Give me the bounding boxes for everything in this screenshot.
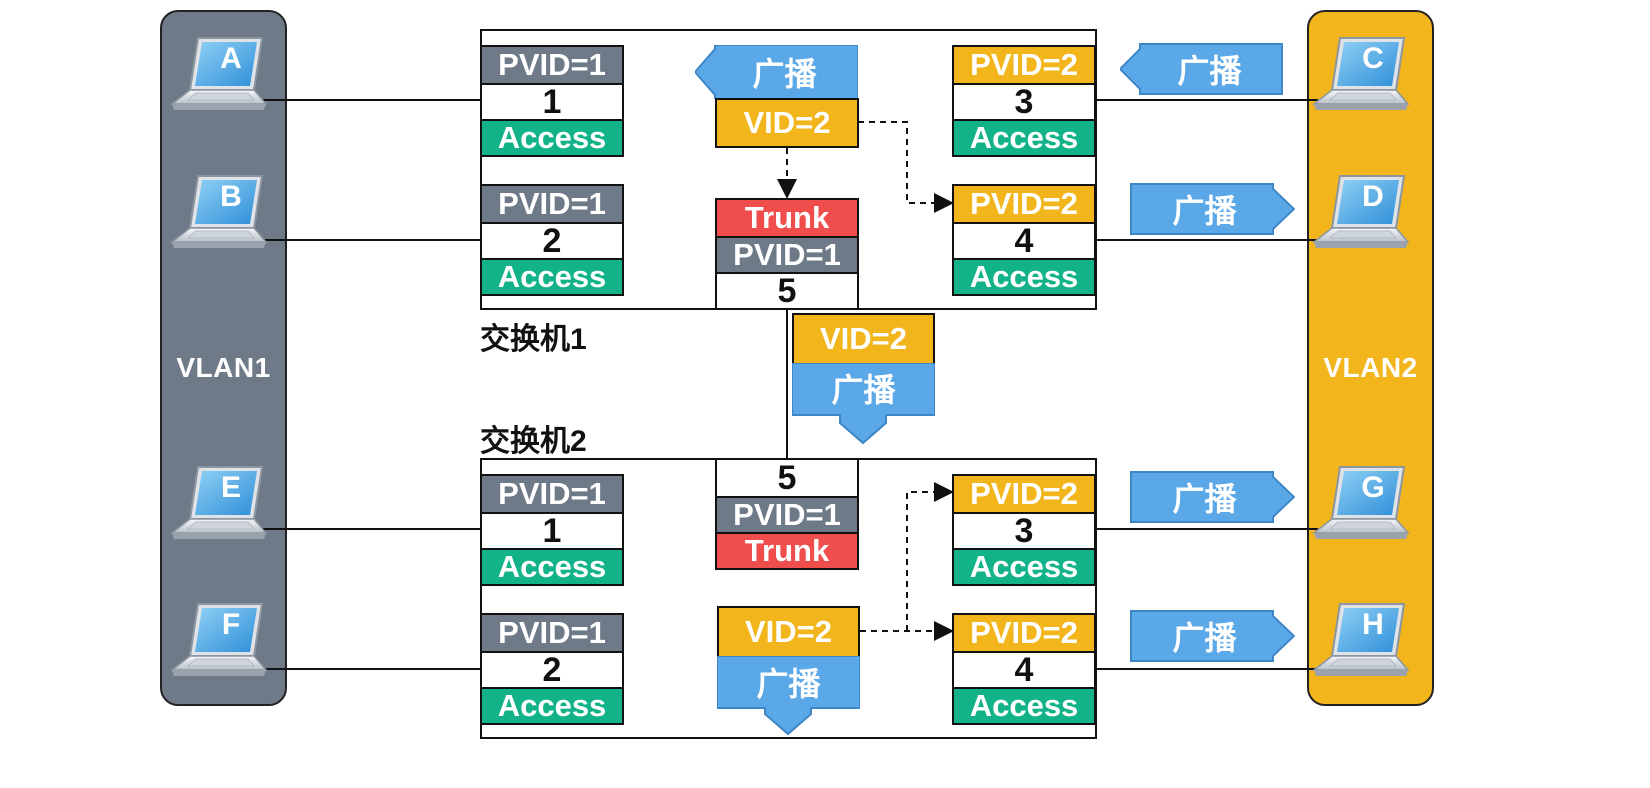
port-pvid: PVID=2 — [954, 186, 1094, 222]
vlan1-label: VLAN1 — [176, 352, 271, 383]
port-number: 4 — [954, 222, 1094, 260]
port-number: 5 — [717, 272, 857, 310]
port-mode: Trunk — [717, 532, 857, 568]
port-number: 3 — [954, 83, 1094, 121]
broadcast-label: 广播 — [1172, 481, 1237, 517]
arrow-down-icon — [717, 656, 860, 736]
sw1-port4: PVID=2 4 Access — [952, 184, 1096, 296]
port-number: 2 — [482, 651, 622, 689]
host-f[interactable]: F — [168, 600, 268, 690]
vlan2-group: VLAN2 — [1307, 10, 1434, 706]
arrow-right-icon — [1130, 610, 1295, 662]
sw2-port3: PVID=2 3 Access — [952, 474, 1096, 586]
host-d-broadcast: 广播 — [1130, 183, 1295, 235]
port-pvid: PVID=1 — [482, 186, 622, 222]
host-f-label: F — [221, 608, 241, 641]
port-mode: Access — [482, 687, 622, 723]
arrow-left-icon — [695, 45, 858, 99]
port-pvid: PVID=1 — [482, 476, 622, 512]
port-pvid: PVID=2 — [954, 47, 1094, 83]
port-pvid: PVID=2 — [954, 615, 1094, 651]
port-pvid: PVID=2 — [954, 476, 1094, 512]
host-h[interactable]: H — [1310, 600, 1410, 690]
trunk-broadcast-frame: 广播 — [792, 363, 935, 445]
port-mode: Access — [954, 548, 1094, 584]
host-c-broadcast: 广播 — [1120, 43, 1283, 95]
broadcast-label: 广播 — [756, 666, 821, 702]
port-mode: Access — [482, 119, 622, 155]
port-pvid: PVID=1 — [482, 615, 622, 651]
port-mode: Access — [954, 258, 1094, 294]
sw2-port1: PVID=1 1 Access — [480, 474, 624, 586]
broadcast-label: 广播 — [1177, 53, 1242, 89]
port-number: 2 — [482, 222, 622, 260]
vlan2-label: VLAN2 — [1323, 352, 1418, 383]
broadcast-label: 广播 — [1172, 620, 1237, 656]
sw2-vid-tag: VID=2 — [717, 606, 860, 658]
sw2-broadcast-frame: 广播 — [717, 656, 860, 736]
host-g-label: G — [1361, 471, 1385, 504]
host-a-label: A — [220, 42, 242, 75]
port-pvid: PVID=1 — [717, 236, 857, 272]
host-a[interactable]: A — [168, 34, 268, 124]
switch2-title: 交换机2 — [480, 425, 587, 458]
port-mode: Trunk — [717, 200, 857, 236]
dashed-path-sw2-to-port3 — [906, 482, 954, 631]
port-mode: Access — [482, 548, 622, 584]
broadcast-label: 广播 — [831, 372, 896, 408]
vlan1-group: VLAN1 — [160, 10, 287, 706]
port-number: 1 — [482, 83, 622, 121]
port-mode: Access — [482, 258, 622, 294]
sw2-port5-trunk: 5 PVID=1 Trunk — [715, 458, 859, 570]
port-number: 3 — [954, 512, 1094, 550]
host-g-broadcast: 广播 — [1130, 471, 1295, 523]
host-b-label: B — [220, 180, 242, 213]
switch1-title: 交换机1 — [480, 323, 587, 356]
sw1-port1: PVID=1 1 Access — [480, 45, 624, 157]
arrow-right-icon — [1130, 471, 1295, 523]
host-e[interactable]: E — [168, 463, 268, 553]
arrow-down-icon — [792, 363, 935, 445]
host-h-broadcast: 广播 — [1130, 610, 1295, 662]
port-number: 1 — [482, 512, 622, 550]
sw2-port4: PVID=2 4 Access — [952, 613, 1096, 725]
host-d[interactable]: D — [1310, 172, 1410, 262]
sw1-broadcast-frame: 广播 — [695, 45, 858, 99]
port-number: 4 — [954, 651, 1094, 689]
dashed-path-to-port4 — [858, 121, 954, 213]
host-d-label: D — [1362, 180, 1384, 213]
sw2-port2: PVID=1 2 Access — [480, 613, 624, 725]
trunk-vid-tag: VID=2 — [792, 313, 935, 365]
broadcast-label: 广播 — [752, 56, 817, 92]
host-c-label: C — [1362, 42, 1384, 75]
host-g[interactable]: G — [1310, 463, 1410, 553]
port-mode: Access — [954, 687, 1094, 723]
port-pvid: PVID=1 — [482, 47, 622, 83]
sw1-port3: PVID=2 3 Access — [952, 45, 1096, 157]
broadcast-label: 广播 — [1172, 193, 1237, 229]
arrow-right-icon — [1130, 183, 1295, 235]
sw1-port5-trunk: Trunk PVID=1 5 — [715, 198, 859, 310]
arrow-left-icon — [1120, 43, 1283, 95]
port-number: 5 — [717, 459, 857, 497]
host-c[interactable]: C — [1310, 34, 1410, 124]
sw1-port2: PVID=1 2 Access — [480, 184, 624, 296]
host-b[interactable]: B — [168, 172, 268, 262]
port-mode: Access — [954, 119, 1094, 155]
host-h-label: H — [1362, 608, 1384, 641]
host-e-label: E — [220, 471, 241, 504]
sw1-vid-tag: VID=2 — [715, 98, 859, 148]
port-pvid: PVID=1 — [717, 496, 857, 532]
